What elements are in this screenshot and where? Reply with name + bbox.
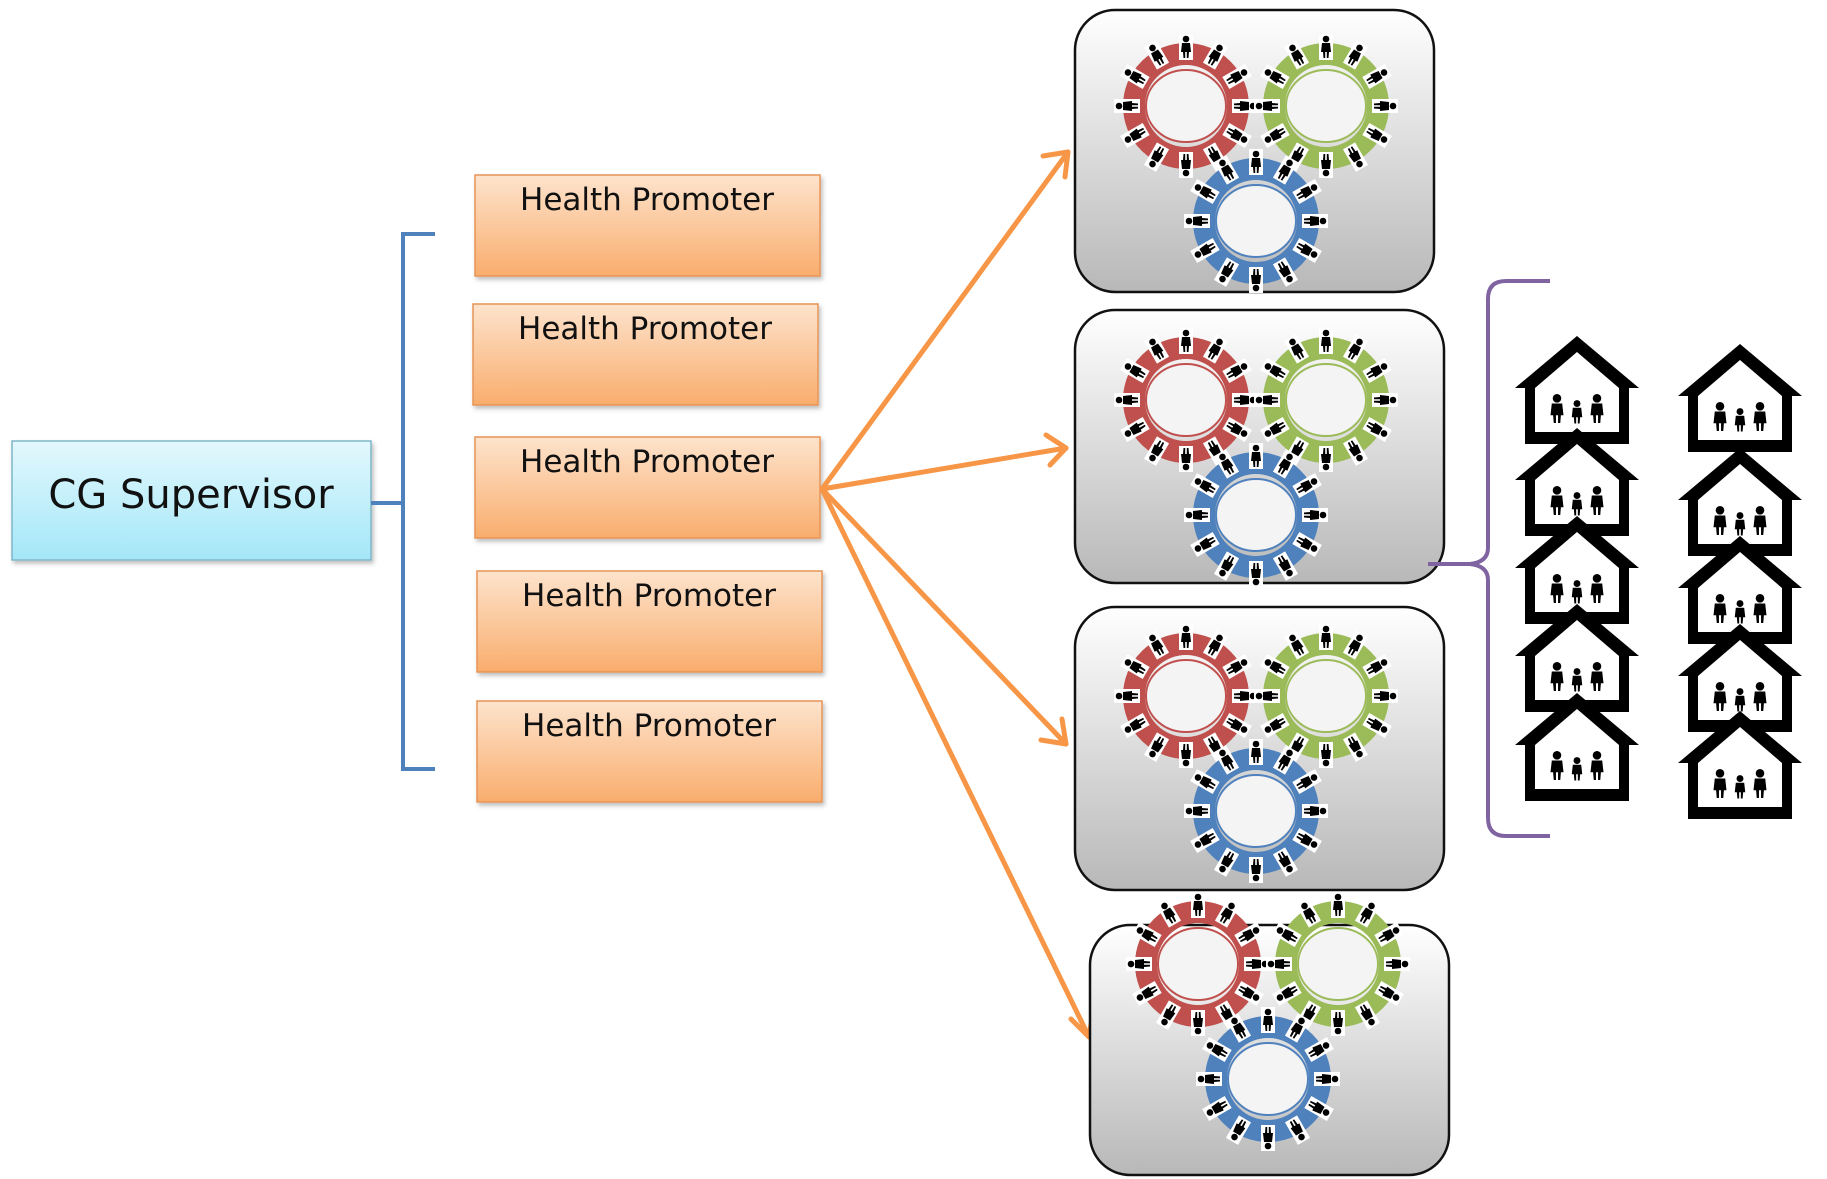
health-promoter-node: Health Promoter bbox=[474, 436, 821, 539]
arrow-to-group-1 bbox=[819, 149, 1071, 492]
arrow-to-group-2 bbox=[819, 432, 1069, 492]
community-group-box bbox=[1088, 892, 1451, 1177]
household-family-icon bbox=[1515, 336, 1639, 444]
health-promoter-label: Health Promoter bbox=[520, 182, 774, 218]
cg-supervisor-label: CG Supervisor bbox=[48, 472, 334, 518]
health-promoter-node: Health Promoter bbox=[472, 303, 819, 406]
arrow-to-group-4 bbox=[819, 486, 1096, 1040]
health-promoter-label: Health Promoter bbox=[522, 708, 776, 744]
cg-supervisor-node: CG Supervisor bbox=[11, 440, 372, 561]
health-promoter-node: Health Promoter bbox=[474, 174, 821, 277]
arrow-to-group-3 bbox=[819, 486, 1069, 747]
supervisor-bracket bbox=[371, 232, 435, 771]
community-group-box bbox=[1073, 308, 1446, 587]
community-group-box bbox=[1073, 8, 1436, 294]
health-promoter-label: Health Promoter bbox=[518, 311, 772, 347]
health-promoter-label: Health Promoter bbox=[522, 578, 776, 614]
household-bracket bbox=[1428, 279, 1550, 838]
community-group-box bbox=[1073, 605, 1446, 892]
household-grid bbox=[1515, 336, 1802, 819]
health-promoter-label: Health Promoter bbox=[520, 444, 774, 480]
community-group-list bbox=[1073, 8, 1451, 1177]
household-family-icon bbox=[1678, 344, 1802, 452]
promoter-list: Health Promoter Health Promoter Health P… bbox=[472, 174, 823, 803]
promoter-arrows bbox=[819, 149, 1096, 1040]
health-promoter-node: Health Promoter bbox=[476, 570, 823, 673]
health-promoter-node: Health Promoter bbox=[476, 700, 823, 803]
